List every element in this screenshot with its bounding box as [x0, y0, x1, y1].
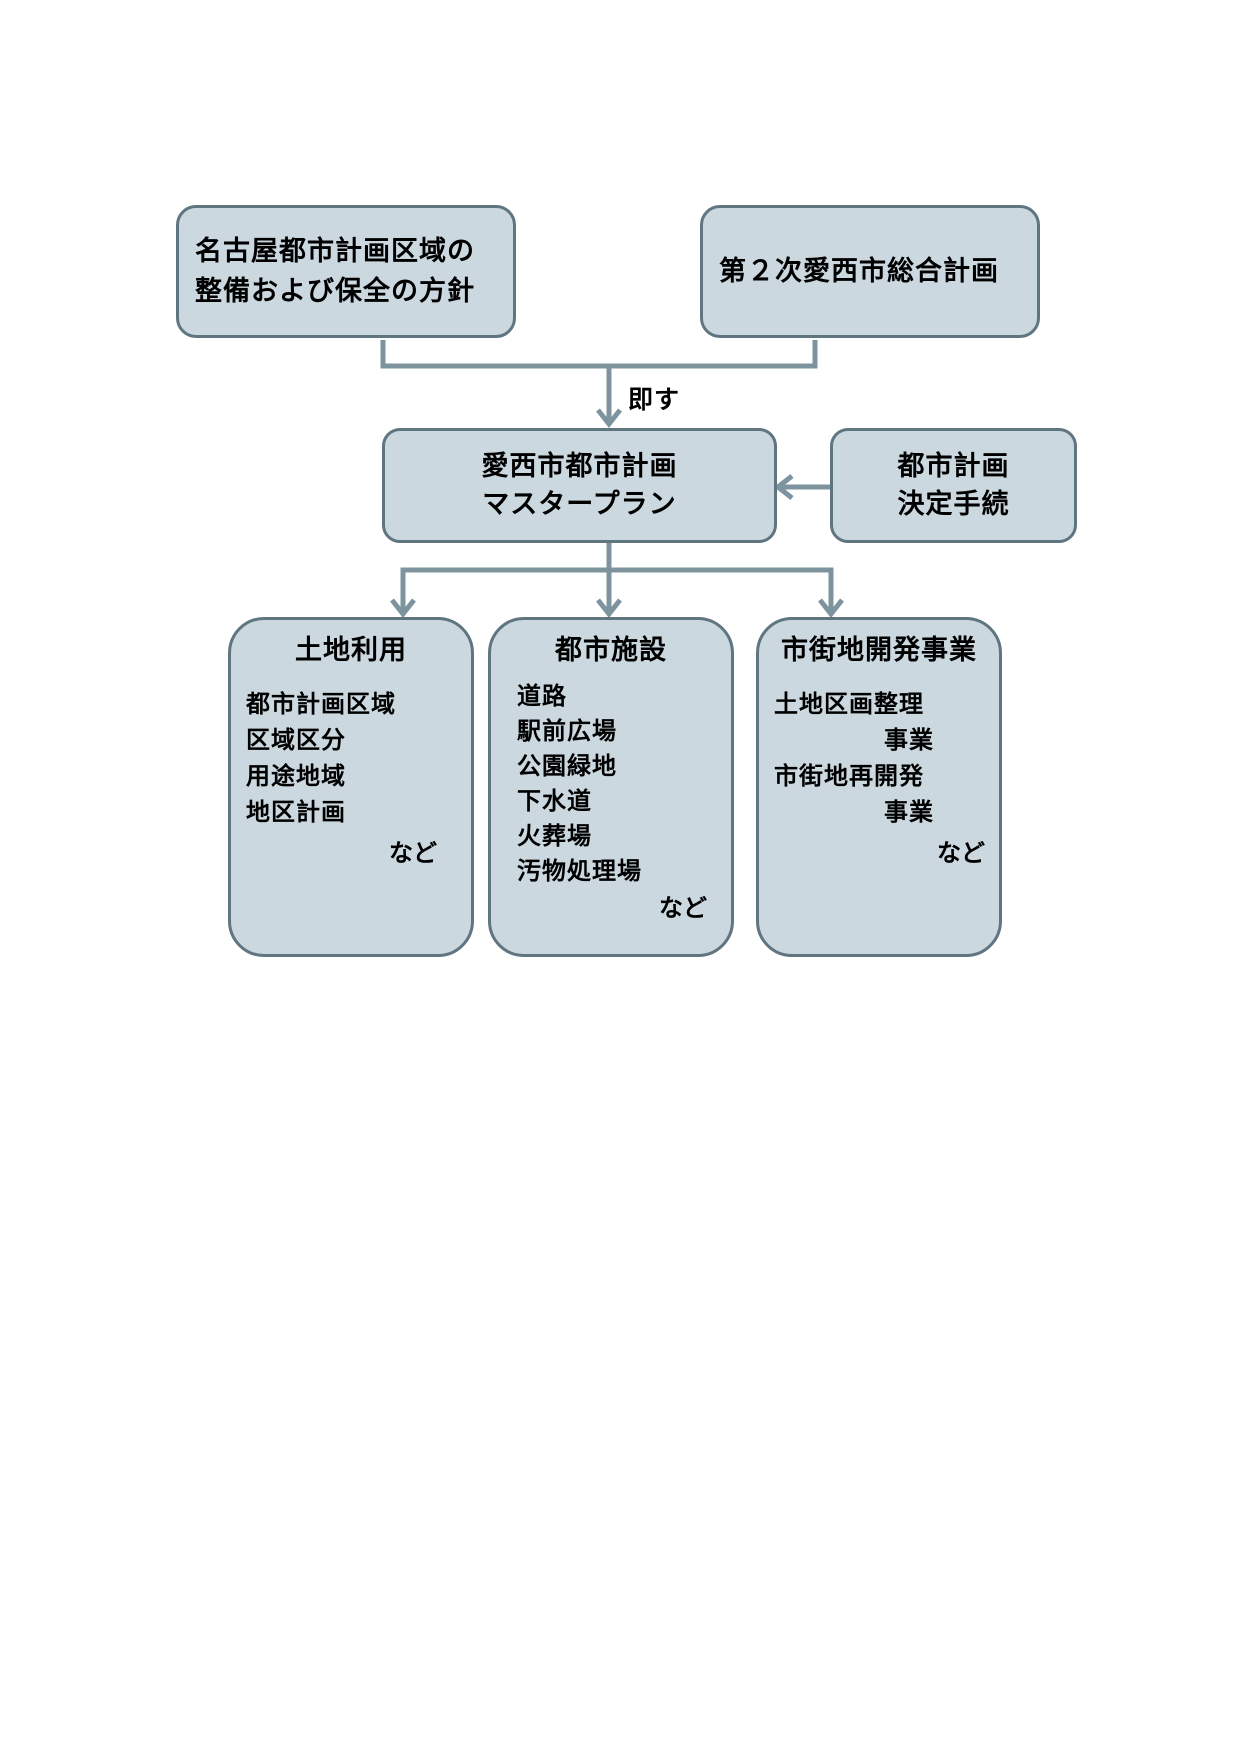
- list-item: 事業: [884, 726, 934, 754]
- category-suffix: など: [659, 894, 707, 922]
- merge-connector: [380, 340, 818, 369]
- branch-right-head: [818, 598, 844, 619]
- list-item: 用途地域: [246, 762, 346, 790]
- list-item: 地区計画: [246, 798, 346, 826]
- procedure-box: 都市計画 決定手続: [830, 428, 1077, 543]
- list-item: 土地区画整理: [774, 690, 924, 718]
- branch-left-head: [390, 598, 416, 619]
- branch-center-head: [596, 598, 622, 619]
- master-plan-box: 愛西市都市計画 マスタープラン: [382, 428, 777, 543]
- category-title: 都市施設: [555, 635, 667, 666]
- comprehensive-plan-box: 第２次愛西市総合計画: [700, 205, 1040, 338]
- policy-box: 名古屋都市計画区域の 整備および保全の方針: [176, 205, 516, 338]
- category-title: 土地利用: [295, 635, 407, 666]
- master-plan-line-2: マスタープラン: [482, 488, 677, 520]
- category-suffix: など: [937, 839, 985, 867]
- category-urban-development: 市街地開発事業 土地区画整理 事業 市街地再開発 事業 など: [756, 617, 1002, 957]
- list-item: 区域区分: [246, 726, 346, 754]
- comprehensive-plan-line-1: 第２次愛西市総合計画: [719, 255, 999, 287]
- branch-bar: [400, 567, 834, 610]
- procedure-line-1: 都市計画: [897, 450, 1010, 482]
- category-items: 都市計画区域 区域区分 用途地域 地区計画: [246, 686, 396, 830]
- list-item: 都市計画区域: [246, 690, 396, 718]
- category-suffix: など: [389, 839, 437, 867]
- list-item: 道路: [517, 682, 567, 710]
- category-land-use: 土地利用 都市計画区域 区域区分 用途地域 地区計画 など: [228, 617, 474, 957]
- category-items: 道路 駅前広場 公園緑地 下水道 火葬場 汚物処理場: [517, 679, 642, 889]
- category-urban-facilities: 都市施設 道路 駅前広場 公園緑地 下水道 火葬場 汚物処理場 など: [488, 617, 734, 957]
- conform-label: 即す: [628, 385, 681, 414]
- list-item: 火葬場: [517, 822, 592, 850]
- policy-line-2: 整備および保全の方針: [195, 275, 475, 307]
- procedure-arrow-head: [773, 474, 794, 500]
- list-item: 駅前広場: [517, 717, 617, 745]
- list-item: 汚物処理場: [517, 857, 642, 885]
- list-item: 市街地再開発: [774, 762, 924, 790]
- category-items: 土地区画整理 事業 市街地再開発 事業: [774, 686, 934, 830]
- list-item: 下水道: [517, 787, 592, 815]
- list-item: 公園緑地: [517, 752, 617, 780]
- list-item: 事業: [884, 798, 934, 826]
- category-title: 市街地開発事業: [781, 635, 977, 666]
- merge-arrow-head: [596, 408, 622, 429]
- procedure-line-2: 決定手続: [897, 488, 1010, 520]
- policy-line-1: 名古屋都市計画区域の: [195, 235, 475, 267]
- master-plan-line-1: 愛西市都市計画: [481, 450, 678, 482]
